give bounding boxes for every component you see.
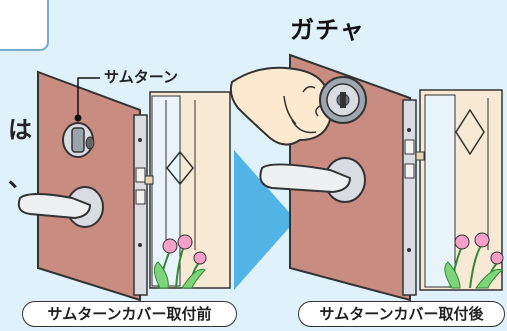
before-caption: サムターンカバー取付前 <box>22 301 237 327</box>
hand-turning-cover <box>229 66 367 146</box>
after-caption: サムターンカバー取付後 <box>298 301 505 327</box>
tulips-left <box>154 234 207 289</box>
transition-arrow <box>234 150 296 290</box>
thumbturn-callout-label: サムターン <box>104 68 178 86</box>
left-note-line2: 、 <box>8 164 32 192</box>
door-after <box>229 53 504 302</box>
click-sound-effect: ガチャ <box>290 16 365 44</box>
tulips-right <box>444 232 504 289</box>
info-box <box>0 0 49 51</box>
door-before <box>17 70 231 302</box>
left-note-line1: は <box>8 116 32 144</box>
